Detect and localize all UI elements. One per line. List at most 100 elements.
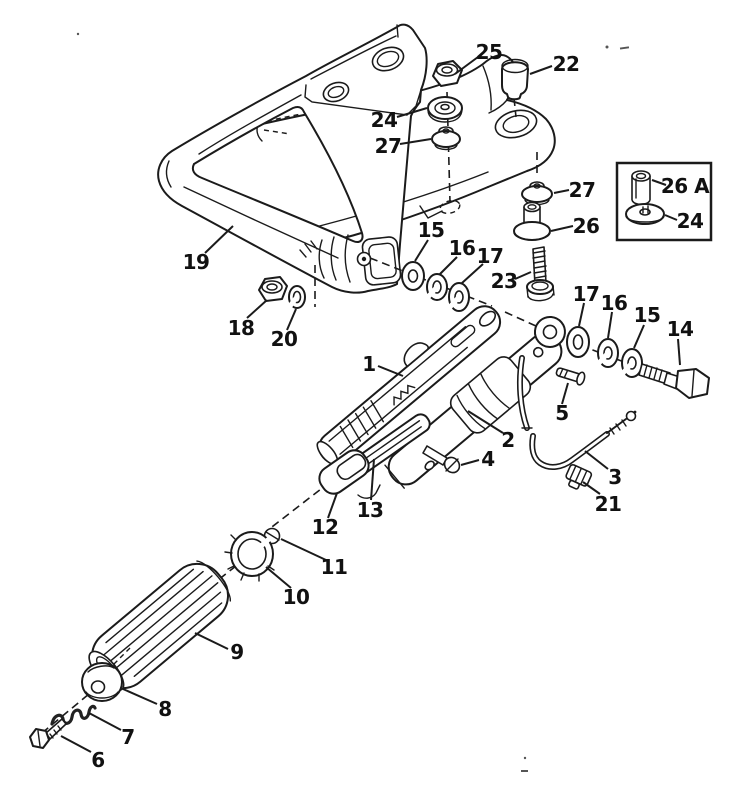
callout-1: 1 <box>362 352 404 377</box>
callout-22: 22 <box>529 52 580 76</box>
leader-line <box>280 538 327 561</box>
leader-line <box>454 56 479 75</box>
callout-number: 12 <box>312 515 339 539</box>
callout-number: 11 <box>321 555 348 579</box>
callout-number: 2 <box>501 428 514 452</box>
shaft-end-slot <box>478 310 497 327</box>
callout-number: 27 <box>375 134 402 158</box>
callout-8: 8 <box>122 688 172 721</box>
part-22-cap <box>501 58 529 101</box>
leader-line <box>265 566 292 589</box>
leader-line <box>582 481 601 495</box>
part-5-pin <box>555 367 586 386</box>
callout-4: 4 <box>460 447 495 471</box>
callout-number: 14 <box>667 317 694 341</box>
part-19-tiller-handle <box>157 23 428 294</box>
callout-number: 25 <box>476 40 503 64</box>
leader-line <box>584 450 609 470</box>
leader-line <box>467 410 504 434</box>
callout-24: 24 <box>371 107 428 132</box>
leader-line <box>286 308 297 331</box>
part-18-hex-nut <box>258 276 288 302</box>
callout-17: 17 <box>461 244 504 284</box>
callout-number: 6 <box>91 748 104 772</box>
leader-line <box>122 688 158 705</box>
part-4-screw <box>422 445 461 474</box>
callout-number: 22 <box>553 52 580 76</box>
callout-number: 19 <box>183 250 210 274</box>
callout-number: 15 <box>418 218 445 242</box>
callout-number: 9 <box>230 640 243 664</box>
leader-line <box>370 458 375 501</box>
callout-16: 16 <box>439 236 476 275</box>
part-14-hex-bolt <box>638 363 710 399</box>
callout-number: 17 <box>573 282 600 306</box>
callout-12: 12 <box>312 492 339 539</box>
plate-hole-left <box>322 81 350 103</box>
callout-10: 10 <box>265 566 310 609</box>
callout-number: 8 <box>158 697 171 721</box>
callout-20: 20 <box>271 308 298 351</box>
part-15-lock-washer-right <box>621 348 643 378</box>
callout-number: 24 <box>677 209 704 233</box>
part-21-clamp <box>565 463 593 490</box>
rod-ball-end <box>625 410 637 422</box>
leader-line <box>664 214 678 221</box>
screw-hole <box>424 460 435 471</box>
callout-number: 23 <box>491 269 518 293</box>
callout-number: 24 <box>371 108 398 132</box>
callout-number: 27 <box>569 178 596 202</box>
leader-line <box>514 271 532 280</box>
part-12-latch-bracket <box>318 449 370 495</box>
print-specks <box>76 32 630 772</box>
part-24-washer <box>427 96 463 123</box>
callout-number: 1 <box>362 352 375 376</box>
leader-line <box>327 492 338 519</box>
leader-line <box>204 225 234 254</box>
part-23-bolt <box>526 246 555 302</box>
callout-26A: 26 A <box>651 174 711 198</box>
callout-27: 27 <box>375 134 432 158</box>
callout-number: 13 <box>357 498 384 522</box>
callout-3: 3 <box>584 450 622 489</box>
part-17-lock-washer-left <box>448 282 470 312</box>
leader-line <box>439 256 458 275</box>
callout-24: 24 <box>664 209 704 233</box>
leader-line <box>550 225 574 232</box>
leader-line <box>377 365 404 377</box>
leader-line <box>561 382 569 405</box>
callout-19: 19 <box>183 225 234 274</box>
inset-box <box>615 161 713 242</box>
part-3-link-rod <box>516 355 637 470</box>
part-10-retaining-ring <box>224 531 275 582</box>
callout-number: 5 <box>555 401 568 425</box>
leader-line <box>88 712 122 731</box>
callout-number: 7 <box>121 725 134 749</box>
part-15-washer-left <box>401 261 425 291</box>
leader-line <box>553 189 570 194</box>
callout-21: 21 <box>582 481 622 516</box>
callout-15: 15 <box>633 303 661 349</box>
part-9-grip <box>88 560 232 692</box>
callout-number: 16 <box>601 291 628 315</box>
callout-26: 26 <box>550 214 600 238</box>
callout-number: 26 A <box>661 174 710 198</box>
callout-number: 15 <box>634 303 661 327</box>
callout-25: 25 <box>454 40 503 75</box>
part-6-bolt <box>29 718 67 749</box>
part-13-ribbed-insert <box>349 413 431 499</box>
leader-line <box>651 179 667 186</box>
part-24-washer-inset <box>625 203 665 225</box>
part-27-grommet-right <box>521 181 553 206</box>
part-1-steering-shaft <box>316 305 502 466</box>
callout-number: 21 <box>595 492 622 516</box>
leader-line <box>607 311 613 339</box>
callout-9: 9 <box>194 632 244 664</box>
callout-number: 17 <box>477 244 504 268</box>
callout-7: 7 <box>88 712 135 749</box>
housing-mount-hole <box>494 109 538 139</box>
part-20-lock-washer <box>288 285 306 309</box>
callout-13: 13 <box>357 458 384 522</box>
